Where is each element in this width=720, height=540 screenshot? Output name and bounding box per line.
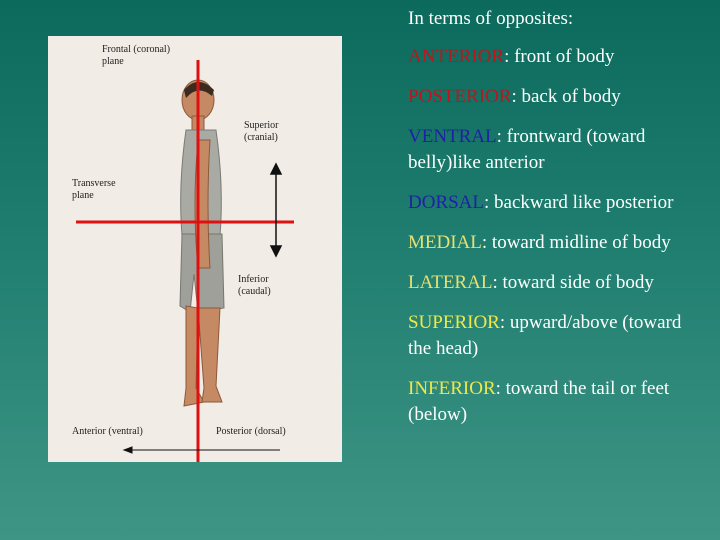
human-figure: [179, 79, 225, 407]
term-definition: : toward midline of body: [481, 232, 671, 253]
term-anterior: ANTERIOR: front of body: [408, 44, 708, 70]
term-definition: : frontward (toward belly)like anterior: [408, 126, 646, 173]
term-lateral: LATERAL: toward side of body: [408, 270, 708, 296]
term-medial: MEDIAL: toward midline of body: [408, 230, 708, 256]
term-keyword: INFERIOR: [408, 378, 496, 399]
term-keyword: POSTERIOR: [408, 86, 512, 107]
slide-title: In terms of opposites:: [408, 8, 574, 29]
term-keyword: LATERAL: [408, 272, 493, 293]
superior-inferior-arrow: [269, 162, 283, 258]
term-definition: : back of body: [511, 86, 621, 107]
anterior-posterior-arrow: [122, 446, 280, 454]
term-inferior: INFERIOR: toward the tail or feet (below…: [408, 376, 708, 428]
term-dorsal: DORSAL: backward like posterior: [408, 190, 708, 216]
term-keyword: VENTRAL: [408, 126, 497, 147]
term-definition: : front of body: [504, 46, 615, 67]
terms-list: ANTERIOR: front of body POSTERIOR: back …: [408, 44, 708, 442]
superior-label: Superior (cranial): [244, 120, 279, 143]
term-definition: : toward the tail or feet (below): [408, 378, 670, 425]
term-posterior: POSTERIOR: back of body: [408, 84, 708, 110]
term-keyword: ANTERIOR: [408, 46, 505, 67]
transverse-plane-label: Transverse plane: [72, 178, 116, 201]
posterior-label: Posterior (dorsal): [216, 426, 286, 437]
term-keyword: DORSAL: [408, 192, 485, 213]
term-superior: SUPERIOR: upward/above (toward the head): [408, 310, 708, 362]
inferior-label: Inferior (caudal): [238, 274, 271, 297]
term-definition: : upward/above (toward the head): [408, 312, 682, 359]
term-definition: : backward like posterior: [484, 192, 674, 213]
term-definition: : toward side of body: [492, 272, 654, 293]
frontal-plane-label: Frontal (coronal) plane: [102, 44, 171, 67]
term-ventral: VENTRAL: frontward (toward belly)like an…: [408, 124, 708, 176]
figure-drawing: [76, 60, 294, 462]
anatomy-figure: Frontal (coronal) plane Superior (crania…: [48, 36, 342, 462]
term-keyword: MEDIAL: [408, 232, 482, 253]
term-keyword: SUPERIOR: [408, 312, 500, 333]
anterior-label: Anterior (ventral): [72, 426, 143, 437]
